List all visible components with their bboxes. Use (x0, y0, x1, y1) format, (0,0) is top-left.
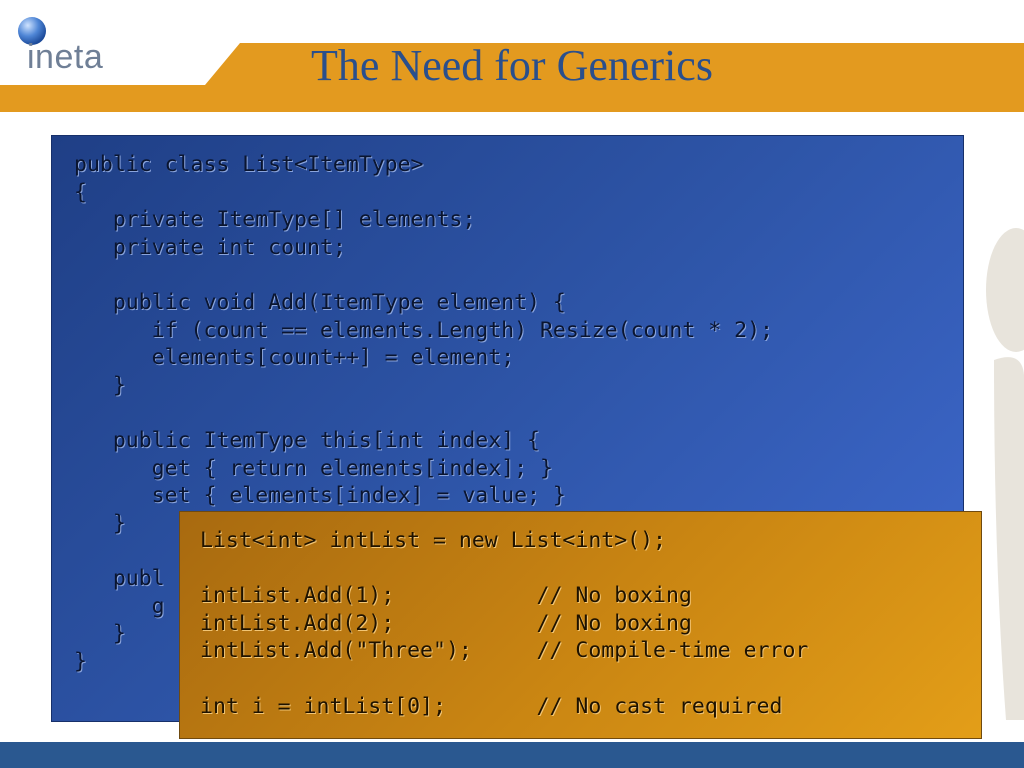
code-line: if (count == elements.Length) Resize(cou… (74, 318, 773, 343)
watermark-shape-top (986, 228, 1024, 352)
code-line: } (74, 649, 87, 674)
overlay-line: intList.Add("Three"); // Compile-time er… (200, 638, 809, 663)
footer-band (0, 742, 1024, 768)
code-line: get { return elements[index]; } (74, 456, 553, 481)
watermark-shape-bottom (994, 357, 1024, 720)
logo-text: ineta (27, 38, 104, 76)
code-line: public void Add(ItemType element) { (74, 290, 566, 315)
code-line: public ItemType this[int index] { (74, 428, 540, 453)
code-line: g (74, 594, 165, 619)
code-line: publ (74, 566, 165, 591)
code-line: private int count; (74, 235, 346, 260)
overlay-line: int i = intList[0]; // No cast required (200, 694, 783, 719)
header-orange-shape (0, 43, 1024, 112)
overlay-line: List<int> intList = new List<int>(); (200, 528, 666, 553)
overlay-line: intList.Add(2); // No boxing (200, 611, 692, 636)
slide-title: The Need for Generics (311, 41, 713, 90)
code-line: } (74, 511, 126, 536)
code-line: elements[count++] = element; (74, 345, 515, 370)
code-line: { (74, 180, 87, 205)
overlay-line: intList.Add(1); // No boxing (200, 583, 692, 608)
code-line: } (74, 621, 126, 646)
code-line: public class List<ItemType> (74, 152, 424, 177)
code-line: private ItemType[] elements; (74, 207, 476, 232)
logo-ball-icon (18, 17, 46, 45)
ineta-logo (18, 17, 46, 45)
header-band (0, 43, 1024, 112)
usage-overlay-panel: List<int> intList = new List<int>(); int… (179, 511, 982, 739)
background-watermark (986, 228, 1024, 720)
code-line: set { elements[index] = value; } (74, 483, 566, 508)
code-line: } (74, 373, 126, 398)
